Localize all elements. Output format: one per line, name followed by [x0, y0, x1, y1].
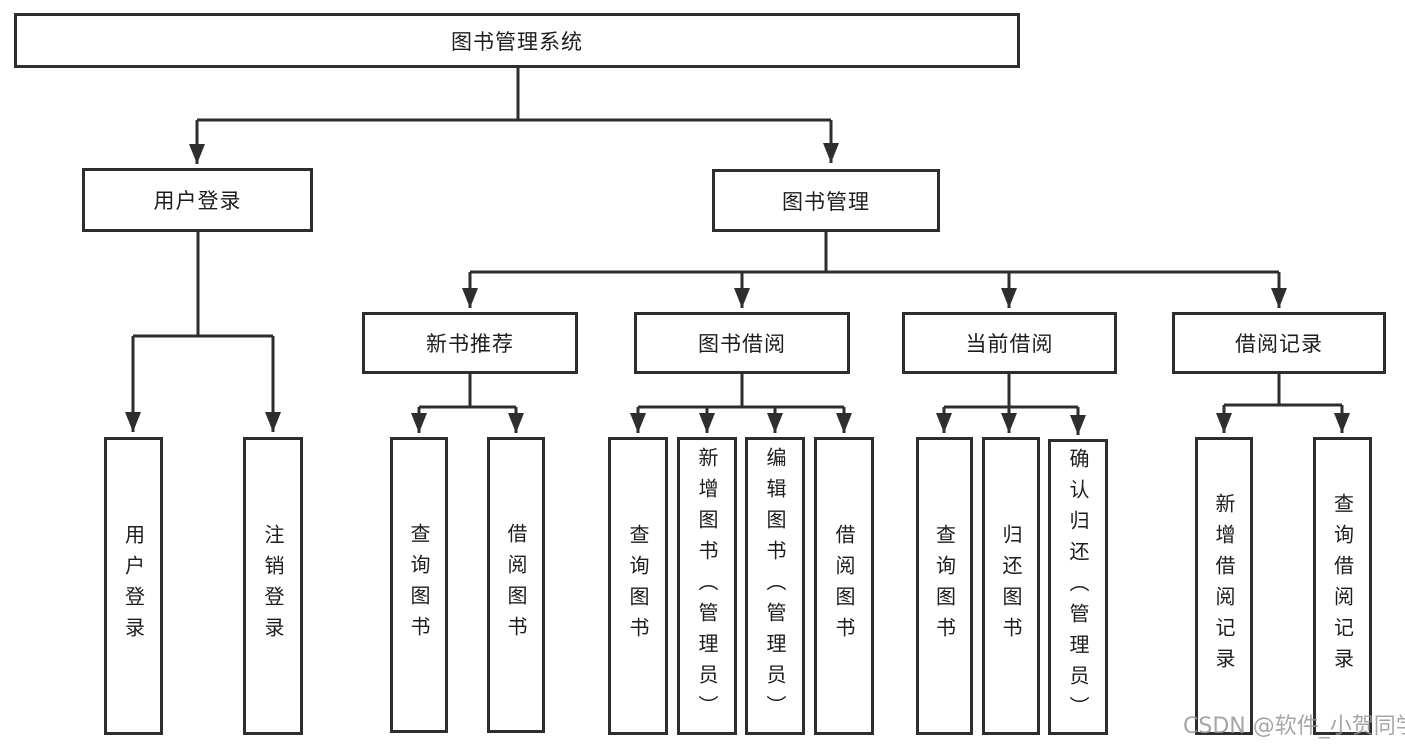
node-book-borrow: 图书借阅 — [634, 312, 850, 374]
leaf-bookborrow-borrow: 借阅图书 — [814, 437, 874, 735]
leaf-label: 借阅图书 — [504, 523, 528, 647]
node-user-login: 用户登录 — [82, 168, 313, 232]
csdn-watermark: CSDN @软件_小贺同学 — [1183, 714, 1405, 739]
leaf-label: 注销登录 — [261, 524, 285, 648]
leaf-currentborrow-query: 查询图书 — [916, 437, 973, 735]
leaf-label: 查询图书 — [407, 523, 431, 647]
leaf-label: 用户登录 — [121, 524, 146, 648]
leaf-label: 新增借阅记录 — [1212, 493, 1236, 679]
node-root-system: 图书管理系统 — [14, 13, 1020, 68]
node-book-mgmt: 图书管理 — [712, 169, 940, 232]
node-borrow-record: 借阅记录 — [1172, 312, 1386, 374]
leaf-label: 确认归还（管理员） — [1066, 447, 1090, 727]
leaf-newbook-query: 查询图书 — [390, 437, 448, 733]
leaf-bookborrow-add: 新增图书（管理员） — [677, 437, 737, 735]
leaf-logout: 注销登录 — [243, 437, 303, 735]
node-current-borrow: 当前借阅 — [902, 312, 1117, 374]
node-new-book-rec: 新书推荐 — [362, 312, 578, 374]
leaf-currentborrow-confirm: 确认归还（管理员） — [1048, 439, 1108, 735]
leaf-label: 借阅图书 — [832, 524, 856, 648]
leaf-record-query: 查询借阅记录 — [1313, 437, 1372, 735]
leaf-user-login: 用户登录 — [104, 437, 163, 735]
leaf-label: 新增图书（管理员） — [695, 446, 719, 726]
leaf-label: 编辑图书（管理员） — [763, 446, 787, 726]
leaf-bookborrow-edit: 编辑图书（管理员） — [745, 437, 805, 735]
leaf-newbook-borrow: 借阅图书 — [487, 437, 545, 733]
leaf-label: 查询借阅记录 — [1330, 493, 1355, 679]
leaf-bookborrow-query: 查询图书 — [608, 437, 668, 735]
leaf-record-add: 新增借阅记录 — [1195, 437, 1253, 735]
leaf-label: 归还图书 — [999, 524, 1023, 648]
leaf-currentborrow-return: 归还图书 — [982, 437, 1040, 735]
leaf-label: 查询图书 — [626, 524, 650, 648]
leaf-label: 查询图书 — [932, 524, 957, 648]
